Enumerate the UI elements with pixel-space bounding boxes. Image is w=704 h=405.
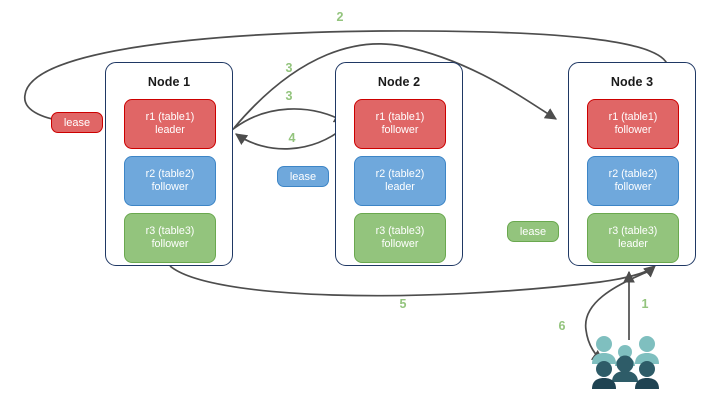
lease-badge-red[interactable]: lease (51, 112, 103, 133)
replica-role: follower (151, 181, 189, 193)
step-label-4: 4 (288, 131, 296, 145)
step-label-2: 2 (336, 10, 344, 24)
replica-node3-r3[interactable]: r3 (table3) leader (587, 213, 679, 263)
node-box-3[interactable]: Node 3 r1 (table1) follower r2 (table2) … (568, 62, 696, 266)
node-title-2: Node 2 (377, 75, 421, 89)
replica-role: leader (385, 181, 415, 193)
replica-name: r1 (table1) (375, 110, 425, 123)
replica-node1-r2[interactable]: r2 (table2) follower (124, 156, 216, 206)
replica-name: r1 (table1) (608, 110, 658, 123)
replica-name: r2 (table2) (375, 167, 425, 180)
arrow-step-5 (169, 265, 656, 297)
node-box-2[interactable]: Node 2 r1 (table1) follower r2 (table2) … (335, 62, 463, 266)
replica-node2-r1[interactable]: r1 (table1) follower (354, 99, 446, 149)
node-title-1: Node 1 (147, 75, 191, 89)
replica-name: r3 (table3) (608, 224, 658, 237)
step-label-5: 5 (399, 297, 407, 311)
lease-badge-green[interactable]: lease (507, 221, 559, 242)
replica-role: follower (381, 124, 419, 136)
replica-node1-r3[interactable]: r3 (table3) follower (124, 213, 216, 263)
replica-name: r3 (table3) (375, 224, 425, 237)
step-label-3a: 3 (285, 61, 293, 75)
arrow-step-3-to-node2 (231, 108, 347, 131)
replica-name: r1 (table1) (145, 110, 195, 123)
replica-node2-r2[interactable]: r2 (table2) leader (354, 156, 446, 206)
replica-role: leader (155, 124, 185, 136)
replica-node2-r3[interactable]: r3 (table3) follower (354, 213, 446, 263)
node-title-3: Node 3 (610, 75, 654, 89)
lease-badge-blue[interactable]: lease (277, 166, 329, 187)
replica-role: leader (618, 238, 648, 250)
replica-name: r2 (table2) (145, 167, 195, 180)
replica-node1-r1[interactable]: r1 (table1) leader (124, 99, 216, 149)
replica-role: follower (151, 238, 189, 250)
replica-node3-r2[interactable]: r2 (table2) follower (587, 156, 679, 206)
replica-name: r2 (table2) (608, 167, 658, 180)
step-label-3b: 3 (285, 89, 293, 103)
step-label-6: 6 (558, 319, 566, 333)
replica-role: follower (614, 181, 652, 193)
replica-role: follower (614, 124, 652, 136)
users-icon (592, 336, 659, 389)
replica-name: r3 (table3) (145, 224, 195, 237)
node-box-1[interactable]: Node 1 r1 (table1) leader r2 (table2) fo… (105, 62, 233, 266)
replica-node3-r1[interactable]: r1 (table1) follower (587, 99, 679, 149)
step-label-1: 1 (641, 297, 649, 311)
replica-role: follower (381, 238, 419, 250)
